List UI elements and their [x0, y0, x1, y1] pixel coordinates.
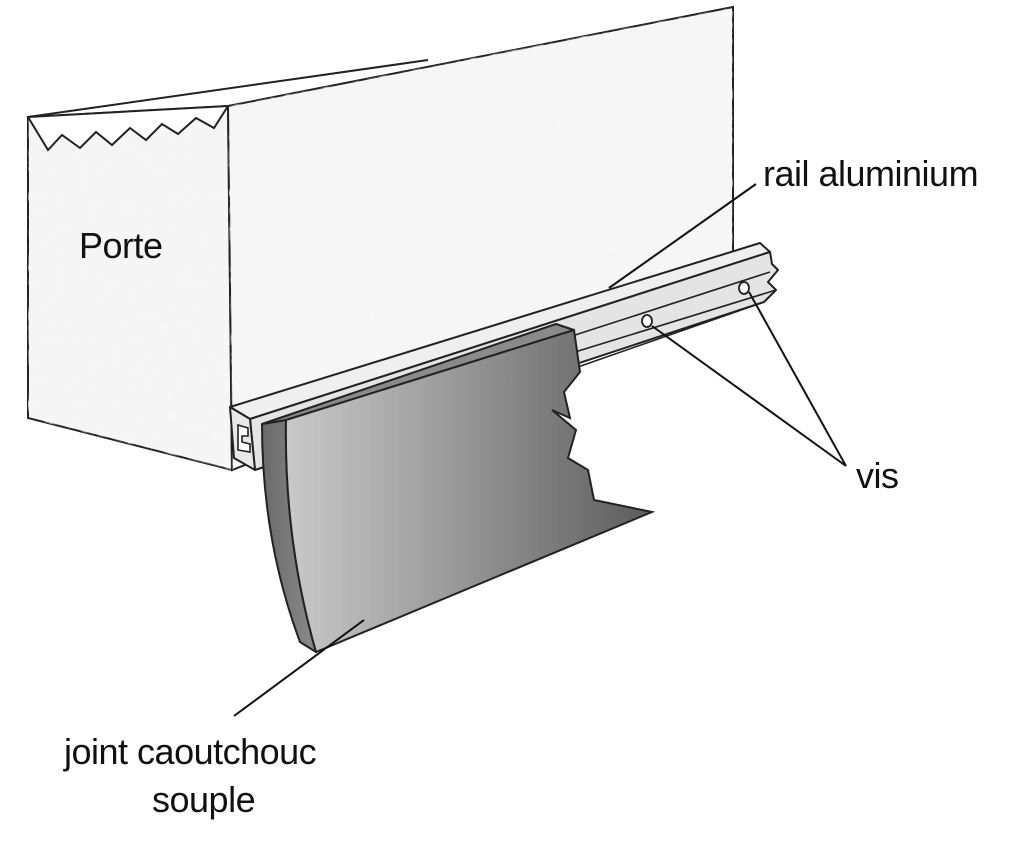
door-main-face: [226, 5, 734, 472]
label-porte: Porte: [79, 225, 163, 266]
label-rail-aluminium: rail aluminium: [763, 153, 979, 194]
leader-vis-2: [748, 291, 847, 467]
leader-joint: [233, 619, 365, 717]
label-vis: vis: [856, 455, 899, 496]
rubber-seal: [261, 323, 656, 654]
leader-rail: [608, 183, 757, 289]
leader-lines: [233, 183, 847, 717]
label-joint-caoutchouc: joint caoutchouc souple: [64, 731, 317, 820]
screw-1: [641, 314, 653, 328]
label-joint-line2: souple: [152, 779, 256, 820]
leader-vis-1: [651, 325, 847, 467]
door-edge-face: [26, 59, 429, 472]
screw-2: [738, 281, 750, 295]
label-joint-line1: joint caoutchouc: [64, 731, 317, 772]
